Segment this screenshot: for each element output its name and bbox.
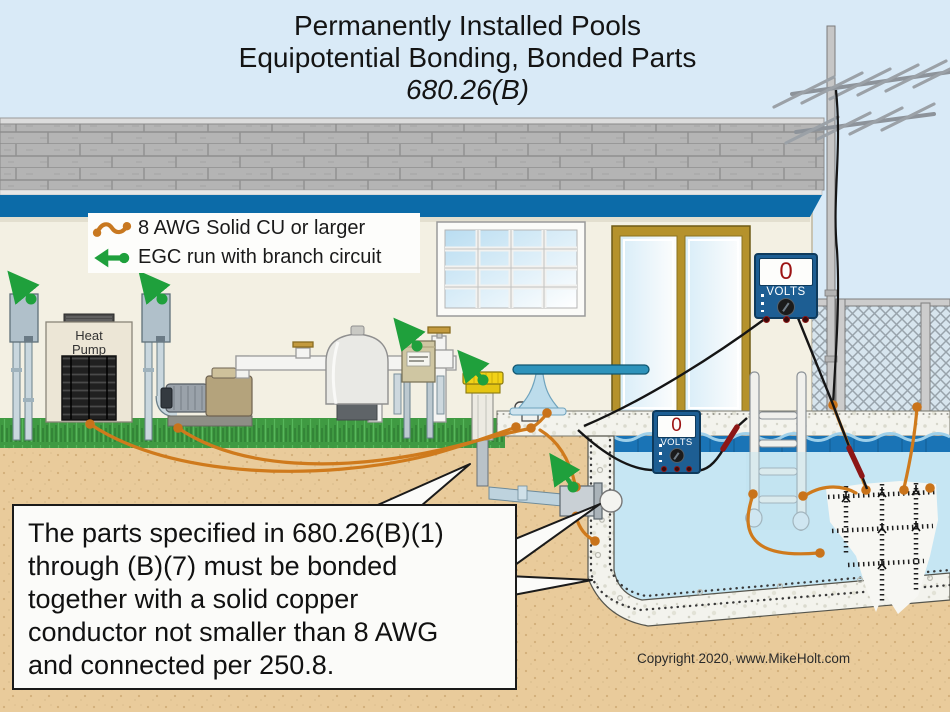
pool-ladder: [745, 371, 810, 531]
aggregate: [594, 466, 933, 601]
voltmeter-unit-label: VOLTS: [660, 437, 693, 448]
legend-item-bonding: 8 AWG Solid CU or larger: [92, 215, 416, 243]
diagram-title: Permanently Installed Pools Equipotentia…: [0, 10, 935, 106]
pool-light: [599, 489, 623, 513]
egc-arrows: [7, 270, 581, 493]
voltmeter-range-dots: [659, 444, 662, 462]
fascia-band: [0, 195, 822, 217]
sliding-door: [611, 225, 751, 419]
antenna-coax-cable: [831, 89, 840, 405]
voltmeter-lower: 0 VOLTS: [652, 410, 701, 474]
roof-ridge: [0, 117, 825, 125]
voltmeter-dial-knob: [777, 298, 795, 316]
bonding-conductor-icon: [92, 221, 132, 237]
transformer: [393, 340, 445, 439]
voltmeter-reading: 0: [671, 415, 682, 436]
fence-post: [920, 302, 931, 418]
heat-pump-grille: [61, 355, 117, 421]
filter-tank: [325, 325, 389, 421]
transformer-label: [406, 351, 431, 367]
legend-item-egc: EGC run with branch circuit: [92, 244, 416, 272]
voltmeter-reading: 0: [779, 258, 793, 285]
voltmeter-upper: 0 VOLTS: [754, 253, 818, 323]
heat-pump: [45, 313, 133, 423]
callout-tails: [361, 463, 601, 597]
legend-label: EGC run with branch circuit: [138, 246, 382, 268]
title-line-2: Equipotential Bonding, Bonded Parts: [238, 42, 697, 73]
pool-shell: [587, 435, 950, 627]
equipment-pad: [9, 293, 650, 441]
roof-shingles: [0, 123, 825, 191]
heat-pump-label: Heat Pump: [72, 328, 106, 357]
title-line-1: Permanently Installed Pools: [293, 10, 642, 41]
pool-deck: [496, 410, 950, 437]
voltmeter-range-dots: [761, 294, 764, 312]
legend: 8 AWG Solid CU or larger EGC run with br…: [88, 213, 420, 273]
pool-plumbing: [476, 423, 563, 507]
legend-label: 8 AWG Solid CU or larger: [138, 217, 366, 239]
rebar-cage: [826, 481, 938, 614]
rebar-ties: [841, 485, 921, 570]
voltmeter-terminals: [654, 466, 699, 472]
copyright-notice: Copyright 2020, www.MikeHolt.com: [637, 651, 851, 666]
code-reference: 680.26(B): [406, 74, 529, 105]
gutter: [0, 189, 823, 196]
window: [436, 221, 586, 317]
test-probes: [720, 424, 865, 479]
voltmeter-terminals: [756, 316, 816, 323]
voltmeter-unit-label: VOLTS: [766, 286, 806, 298]
diving-board: [509, 364, 650, 416]
tv-antenna: [772, 25, 950, 419]
callout-bubble: The parts specified in 680.26(B)(1) thro…: [12, 504, 517, 690]
pool: [476, 371, 950, 627]
egc-arrow-icon: [94, 248, 130, 267]
voltmeter-display: 0: [657, 415, 696, 438]
pool-pump: [160, 355, 253, 427]
voltmeter-dial-knob: [669, 448, 684, 463]
voltmeter-display: 0: [759, 258, 813, 286]
antenna-elements: [772, 59, 950, 145]
